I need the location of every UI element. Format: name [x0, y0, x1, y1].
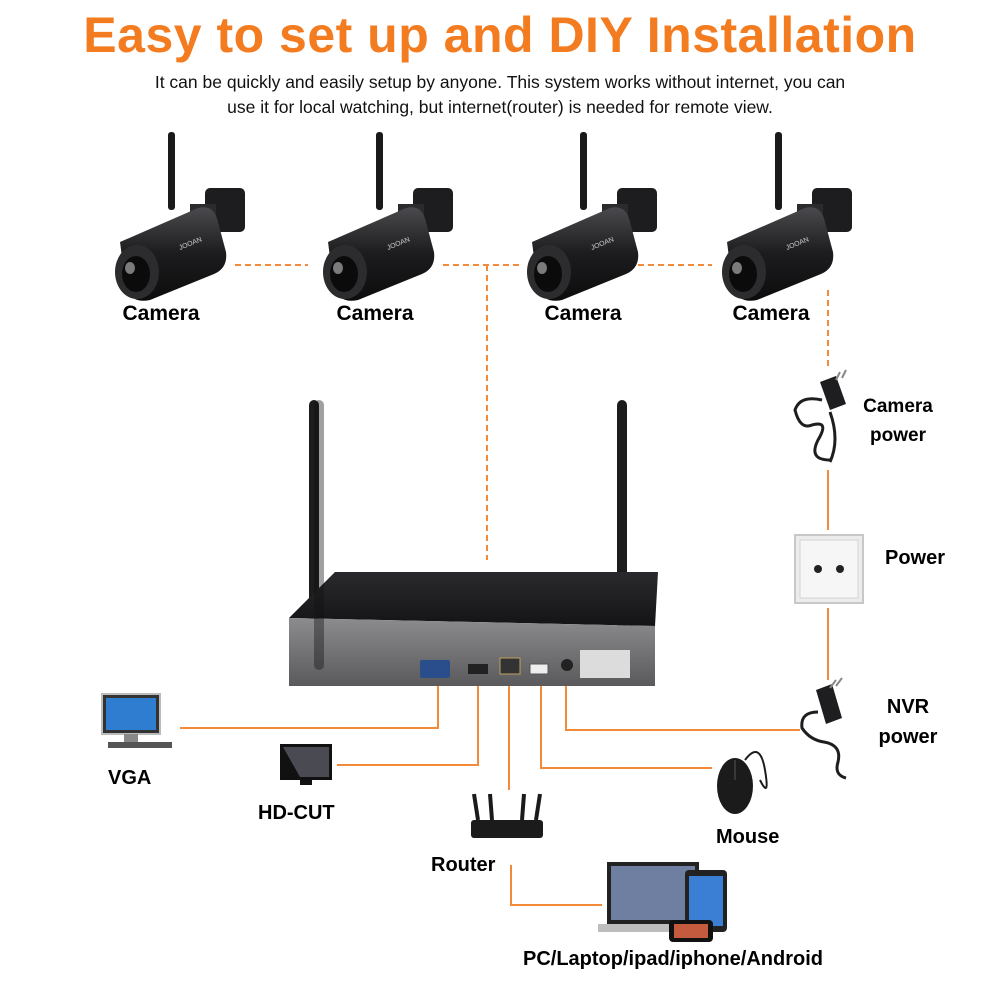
wall-outlet-icon	[794, 534, 864, 604]
camera-3-label: Camera	[544, 302, 622, 325]
camera-3-icon	[527, 132, 657, 301]
camera-power-label-line-1: Camera	[863, 396, 933, 417]
nvr-power-label-line-1: NVR	[886, 696, 930, 718]
power-outlet-label: Power	[885, 547, 946, 569]
camera-power-label-line-2: power	[870, 425, 926, 446]
camera-power-label: Camera power	[848, 392, 948, 450]
mouse-icon	[717, 751, 768, 814]
camera-2-label: Camera	[336, 302, 414, 325]
nvr-power-cable	[565, 676, 800, 731]
mouse-cable	[540, 678, 712, 769]
router-icon	[471, 793, 543, 838]
connection-lines	[180, 264, 829, 906]
intro-line-2: use it for local watching, but internet(…	[227, 97, 773, 117]
nvr-power-label: NVR power	[858, 692, 958, 752]
intro-text: It can be quickly and easily setup by an…	[60, 70, 940, 120]
vga-label: VGA	[108, 767, 152, 789]
hd-out-label: HD-CUT	[258, 802, 335, 824]
devices-icon	[598, 862, 727, 942]
vga-cable	[180, 680, 439, 729]
devices-label: PC/Laptop/ipad/iphone/Android	[523, 948, 823, 970]
camera-power-adapter-icon	[793, 369, 847, 463]
page-title: Easy to set up and DIY Installation	[83, 7, 917, 63]
hd-out-cable	[337, 677, 479, 766]
camera-1-label: Camera	[122, 302, 200, 325]
nvr-power-adapter-icon	[800, 677, 847, 780]
camera-4-label: Camera	[732, 302, 810, 325]
nvr-recorder-icon	[289, 400, 658, 686]
hd-tv-icon	[280, 744, 332, 785]
vga-monitor-icon	[101, 693, 172, 748]
intro-line-1: It can be quickly and easily setup by an…	[154, 72, 846, 92]
mouse-label: Mouse	[716, 826, 780, 848]
router-to-devices-cable	[510, 865, 602, 906]
camera-2-icon	[323, 132, 453, 301]
camera-4-icon	[722, 132, 852, 301]
nvr-power-label-line-2: power	[878, 726, 938, 748]
camera-1-icon	[115, 132, 245, 301]
router-label: Router	[431, 854, 496, 876]
